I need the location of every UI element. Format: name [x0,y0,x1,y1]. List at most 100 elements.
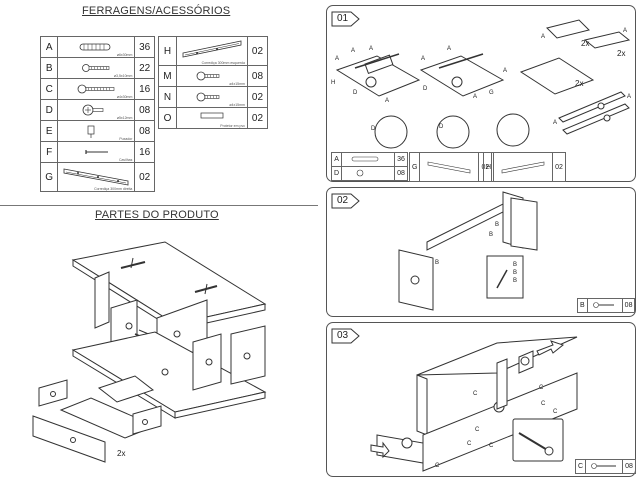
svg-text:B: B [513,270,517,276]
step-number: 01 [337,13,349,24]
step-01-row-d: D 08 [330,166,408,181]
svg-text:A: A [421,56,425,62]
hardware-title: FERRAGENS/ACESSÓRIOS [82,5,231,17]
hardware-qty: 08 [394,166,408,181]
hardware-qty: 16 [134,78,155,100]
nail-icon: Cavilhas [57,141,136,163]
hardware-caption: Cavilhas [118,158,133,162]
pvc-protector-icon: Protetor em pvc [175,107,248,129]
step-number: 02 [337,195,349,206]
slide-rail-icon: Corrediça 300mm direita [57,162,136,192]
parts-qty-label: 2x [117,449,125,458]
svg-text:A: A [351,48,355,54]
hardware-row-e: E Puxador 08 [39,120,155,142]
hardware-caption: ø4x15mm [229,103,245,107]
hardware-row-m: M ø4x15mm 08 [158,65,269,87]
step-01-hardware-g: G 02 [408,152,493,182]
screw-icon: ø4x15mm [175,65,248,87]
hardware-caption: ø4x30mm [116,95,133,99]
slide-rail-icon: Corrediça 300mm esquerda [175,36,248,66]
hardware-caption: ø4x15mm [229,82,245,86]
hardware-letter: C [39,78,59,100]
hardware-row-d: D ø5x12mm 08 [39,99,155,121]
svg-text:A: A [473,94,477,100]
hardware-letter: F [39,141,59,163]
svg-text:C: C [435,463,440,469]
hardware-row-o: O Protetor em pvc 02 [158,107,269,129]
hardware-qty: 02 [246,86,269,108]
step-03-diagram: CC CC CC CC [370,336,578,472]
hardware-caption: ø6x30mm [116,53,133,57]
hardware-caption: Puxador [119,137,133,141]
screw-icon: ø3,5x10mm [57,57,136,79]
svg-text:C: C [539,385,544,391]
hardware-qty: 08 [134,120,155,142]
hardware-row-f: F Cavilhas 16 [39,141,155,163]
step-03-hardware-table: C 08 [574,459,636,474]
hardware-qty: 36 [394,152,408,167]
hardware-letter: E [39,120,59,142]
hardware-letter: A [39,36,59,58]
screw-icon [586,298,623,313]
slide-rail-icon [419,152,480,182]
svg-text:H: H [331,80,335,86]
cam-lock-icon: ø5x12mm [57,99,136,121]
hardware-letter: A [330,152,343,167]
svg-text:G: G [489,90,494,96]
hardware-row-g: G Corrediça 300mm direita 02 [39,162,155,192]
svg-text:B: B [489,232,493,238]
hardware-table-right: H Corrediça 300mm esquerda 02 M ø4x15mm … [158,36,269,129]
svg-text:B: B [513,278,517,284]
hardware-letter: B [577,298,588,313]
svg-text:A: A [503,68,507,74]
hardware-letter: D [330,166,343,181]
hardware-letter: G [408,152,421,182]
hardware-row-b: B ø3,5x10mm 22 [39,57,155,79]
svg-text:C: C [541,401,546,407]
step-01-row-h: H 02 [482,152,566,182]
hardware-row-n: N ø4x15mm 02 [158,86,269,108]
step-01-panel: 01 A A A [326,5,636,182]
hardware-qty: 02 [246,36,269,66]
hardware-caption: ø5x12mm [116,116,133,120]
step-number-badge: 03 [331,327,361,350]
step-number-badge: 02 [331,192,361,215]
hardware-letter: B [39,57,59,79]
step-02-diagram: BB BB BB [398,191,538,311]
hardware-qty: 08 [246,65,269,87]
svg-text:A: A [627,94,631,100]
cam-lock-icon [341,166,396,181]
hardware-qty: 16 [134,141,155,163]
svg-text:D: D [423,86,428,92]
hardware-caption: ø3,5x10mm [113,74,133,78]
hardware-letter: D [39,99,59,121]
hardware-letter: C [574,459,587,474]
svg-text:C: C [475,427,480,433]
hardware-table-left: A ø6x30mm 36 B ø3,5x10mm 22 C ø4x30mm 16… [39,36,155,192]
hardware-qty: 08 [621,298,636,313]
svg-text:C: C [553,409,558,415]
step-03-row-c: C 08 [574,459,636,474]
parts-title: PARTES DO PRODUTO [95,209,219,221]
svg-text:A: A [623,28,627,34]
exploded-parts-diagram: 2x [32,241,267,463]
step-01-row-g: G 02 [408,152,493,182]
hardware-caption: Protetor em pvc [220,124,245,128]
svg-text:D: D [439,124,444,130]
hardware-letter: M [158,65,177,87]
hardware-qty: 08 [134,99,155,121]
hardware-row-c: C ø4x30mm 16 [39,78,155,100]
svg-text:B: B [495,222,499,228]
svg-text:C: C [473,391,478,397]
hardware-qty: 08 [622,459,636,474]
step-01-qty-b: 2x [617,49,625,58]
svg-text:A: A [335,56,339,62]
dowel-icon [341,152,396,167]
svg-text:B: B [513,262,517,268]
svg-text:A: A [385,98,389,104]
hardware-letter: H [158,36,177,66]
step-number: 03 [337,330,349,341]
